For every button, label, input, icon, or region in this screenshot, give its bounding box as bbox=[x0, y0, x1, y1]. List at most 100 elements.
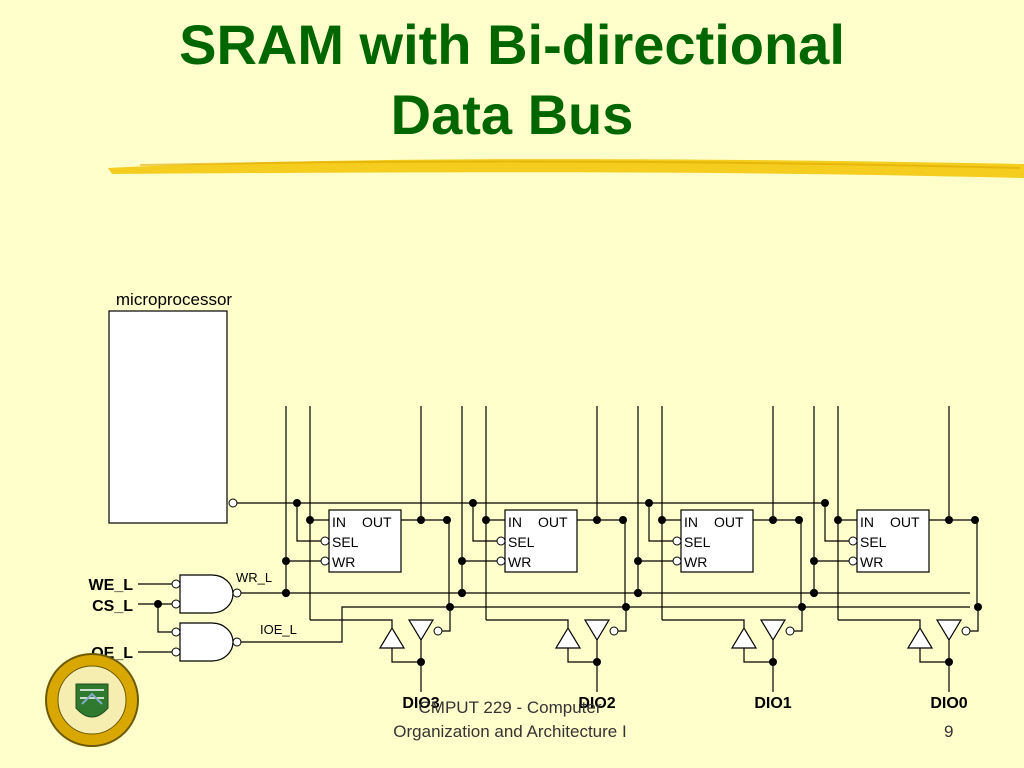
pin-sel-label: SEL bbox=[860, 534, 887, 550]
pin-out-label: OUT bbox=[538, 514, 568, 530]
footer-course-name: Organization and Architecture I bbox=[393, 722, 627, 741]
junction-dot bbox=[971, 516, 979, 524]
junction-dot bbox=[458, 557, 466, 565]
bubble bbox=[961, 626, 971, 636]
pin-out-label: OUT bbox=[362, 514, 392, 530]
cs-label: CS_L bbox=[92, 598, 133, 615]
junction-dot bbox=[769, 516, 777, 524]
bubble bbox=[320, 536, 330, 546]
enable-wire bbox=[970, 607, 979, 632]
pin-out-label: OUT bbox=[890, 514, 920, 530]
and-gate-ioe bbox=[171, 622, 242, 662]
junction-dot bbox=[634, 557, 642, 565]
data-line-label: DIO0 bbox=[930, 695, 967, 712]
page-number: 9 bbox=[944, 722, 954, 741]
junction-dot bbox=[293, 499, 301, 507]
bubble bbox=[672, 536, 682, 546]
pin-sel-label: SEL bbox=[684, 534, 711, 550]
output-buffer bbox=[935, 619, 963, 642]
pin-wr-label: WR bbox=[332, 554, 355, 570]
pin-wr-label: WR bbox=[860, 554, 883, 570]
data-line-label: DIO1 bbox=[754, 695, 791, 712]
buffer-in-wire bbox=[838, 619, 921, 628]
junction-dot bbox=[810, 557, 818, 565]
pin-wr-label: WR bbox=[508, 554, 531, 570]
bubble bbox=[496, 536, 506, 546]
bubble bbox=[848, 536, 858, 546]
junction-dot bbox=[282, 557, 290, 565]
bubble bbox=[848, 556, 858, 566]
junction-dot bbox=[658, 516, 666, 524]
junction-dot bbox=[974, 603, 982, 611]
bubble bbox=[785, 626, 795, 636]
bubble bbox=[672, 556, 682, 566]
junction-dot bbox=[619, 516, 627, 524]
buffer-out-wire bbox=[919, 648, 949, 663]
control-wires bbox=[138, 583, 970, 653]
bubble bbox=[228, 498, 238, 508]
junction-dot bbox=[469, 499, 477, 507]
select-wire bbox=[648, 503, 675, 542]
output-buffer bbox=[583, 619, 611, 642]
input-buffer bbox=[906, 626, 934, 649]
junction-dot bbox=[593, 658, 601, 666]
memory-cell-box bbox=[504, 509, 578, 573]
data-line-label: DIO3 bbox=[402, 695, 439, 712]
input-buffer bbox=[378, 626, 406, 649]
bubble bbox=[433, 626, 443, 636]
pin-in-label: IN bbox=[684, 514, 698, 530]
enable-wire bbox=[442, 607, 451, 632]
select-wire bbox=[472, 503, 499, 542]
pin-in-label: IN bbox=[332, 514, 346, 530]
junction-dot bbox=[417, 516, 425, 524]
memory-cell-box bbox=[328, 509, 402, 573]
junction-dot bbox=[482, 516, 490, 524]
input-buffer bbox=[554, 626, 582, 649]
junction-dot bbox=[645, 499, 653, 507]
ioe-label: IOE_L bbox=[260, 622, 297, 637]
pin-out-label: OUT bbox=[714, 514, 744, 530]
title-line-1: SRAM with Bi-directional bbox=[179, 13, 845, 76]
junction-dot bbox=[154, 600, 162, 608]
and-gate-wr bbox=[171, 574, 242, 614]
junction-dot bbox=[306, 516, 314, 524]
bubble bbox=[609, 626, 619, 636]
bubble bbox=[496, 556, 506, 566]
pin-in-label: IN bbox=[860, 514, 874, 530]
footer-course: CMPUT 229 - Computer bbox=[418, 698, 602, 717]
buffer-out-wire bbox=[743, 648, 773, 663]
buffer-in-wire bbox=[486, 619, 569, 628]
junction-dot bbox=[821, 499, 829, 507]
wr-label: WR_L bbox=[236, 570, 272, 585]
junction-dot bbox=[834, 516, 842, 524]
pin-sel-label: SEL bbox=[508, 534, 535, 550]
junction-dot bbox=[945, 658, 953, 666]
pin-in-label: IN bbox=[508, 514, 522, 530]
enable-wire bbox=[618, 607, 627, 632]
buffer-out-wire bbox=[567, 648, 597, 663]
junction-dot bbox=[945, 516, 953, 524]
data-line-label: DIO2 bbox=[578, 695, 615, 712]
junction-dot bbox=[593, 516, 601, 524]
buffer-out-wire bbox=[391, 648, 421, 663]
output-buffer bbox=[759, 619, 787, 642]
buffer-in-wire bbox=[662, 619, 745, 628]
title-underline-stroke bbox=[108, 159, 1024, 178]
select-wire bbox=[296, 503, 323, 542]
pin-sel-label: SEL bbox=[332, 534, 359, 550]
junction-dot bbox=[769, 658, 777, 666]
input-buffer bbox=[730, 626, 758, 649]
we-label: WE_L bbox=[89, 577, 134, 594]
bubble bbox=[320, 556, 330, 566]
select-wire bbox=[824, 503, 851, 542]
junction-dot bbox=[417, 658, 425, 666]
junction-dot bbox=[443, 516, 451, 524]
junction-dot bbox=[795, 516, 803, 524]
microprocessor-label: microprocessor bbox=[116, 290, 233, 309]
microprocessor-box bbox=[108, 310, 228, 524]
memory-cell-box bbox=[856, 509, 930, 573]
title-line-2: Data Bus bbox=[390, 83, 634, 146]
output-buffer bbox=[407, 619, 435, 642]
